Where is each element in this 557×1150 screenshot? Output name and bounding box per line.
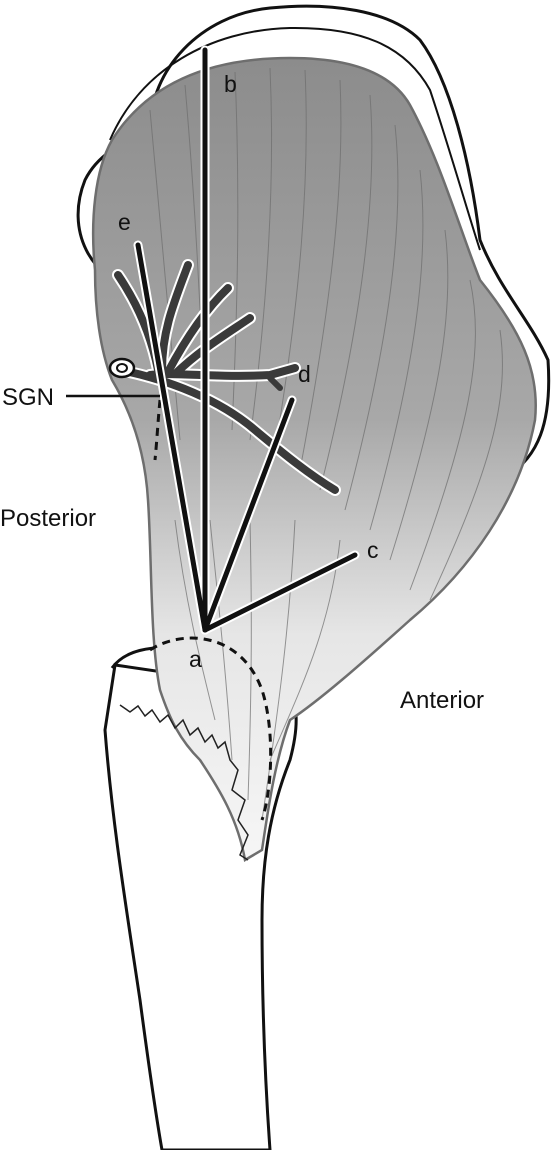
- iliac-crest-line: [109, 26, 481, 251]
- line-a-e: [135, 242, 208, 633]
- footprint-dashed-outline: [149, 636, 273, 821]
- measurement-lines: [133, 45, 360, 635]
- label-d: d: [298, 361, 311, 387]
- vessel-stump-icon: [108, 357, 136, 379]
- label-posterior: Posterior: [0, 505, 96, 532]
- label-b: b: [224, 71, 237, 97]
- tendon-frayed-edge: [119, 704, 249, 861]
- label-anterior: Anterior: [400, 687, 484, 714]
- line-a-d: [202, 397, 295, 633]
- label-e: e: [118, 209, 131, 235]
- label-c: c: [367, 537, 379, 563]
- label-a: a: [189, 646, 202, 672]
- line-a-c: [202, 552, 358, 633]
- posterior-dashed-margin: [153, 399, 162, 461]
- label-sgn: SGN: [2, 384, 54, 411]
